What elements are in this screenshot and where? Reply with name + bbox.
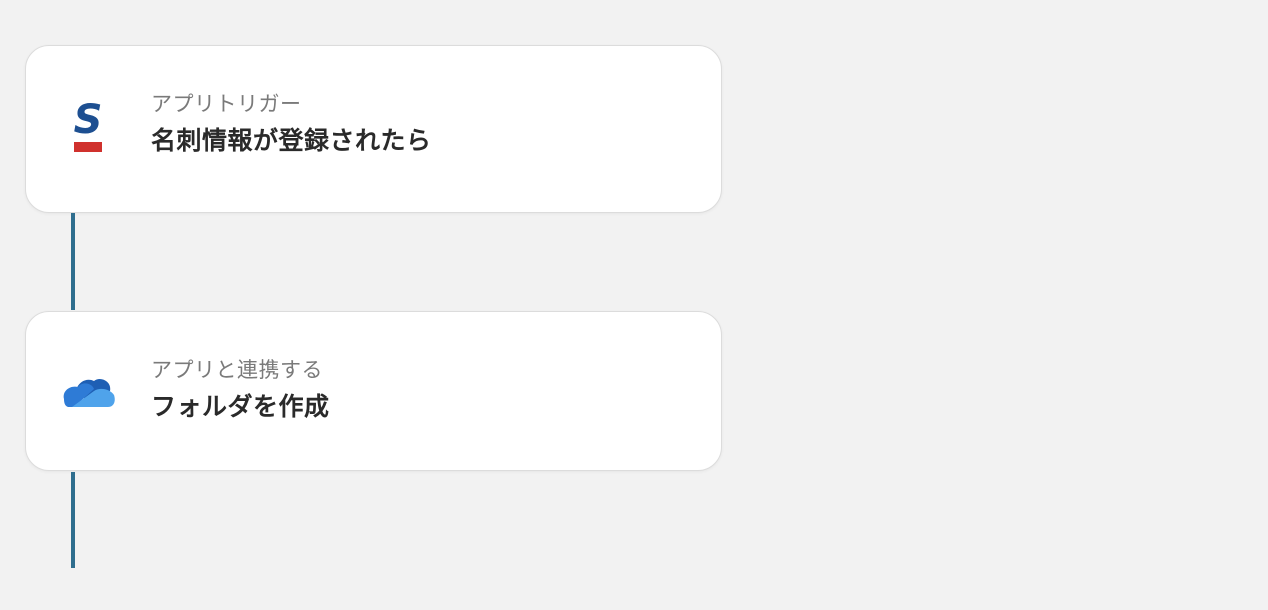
svg-text:S: S (74, 101, 103, 143)
sansan-icon: S (56, 97, 120, 161)
flow-connector (71, 213, 75, 310)
flow-step-trigger[interactable]: S アプリトリガー 名刺情報が登録されたら (25, 45, 722, 213)
step-kind-label: アプリトリガー (151, 92, 302, 116)
step-text: アプリトリガー 名刺情報が登録されたら (151, 89, 432, 161)
onedrive-icon (56, 359, 120, 423)
step-title: 名刺情報が登録されたら (151, 126, 432, 155)
step-title: フォルダを作成 (151, 392, 330, 421)
step-text: アプリと連携する フォルダを作成 (151, 355, 330, 427)
flow-connector (71, 472, 75, 568)
step-kind-label: アプリと連携する (151, 358, 323, 382)
flow-step-action[interactable]: アプリと連携する フォルダを作成 (25, 311, 722, 471)
